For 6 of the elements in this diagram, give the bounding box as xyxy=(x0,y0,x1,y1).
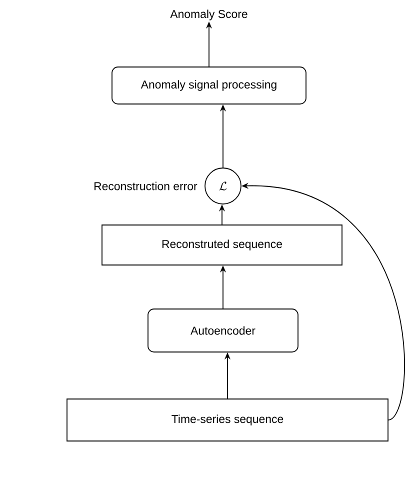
output-label: Anomaly Score xyxy=(170,10,248,20)
process-box: Anomaly signal processing xyxy=(112,66,306,104)
data-box: Reconstruted sequence xyxy=(102,224,342,266)
data-box: Time-series sequence xyxy=(66,398,388,442)
beside-label: Reconstruction error xyxy=(94,182,198,190)
process-box: Autoencoder xyxy=(148,308,298,352)
